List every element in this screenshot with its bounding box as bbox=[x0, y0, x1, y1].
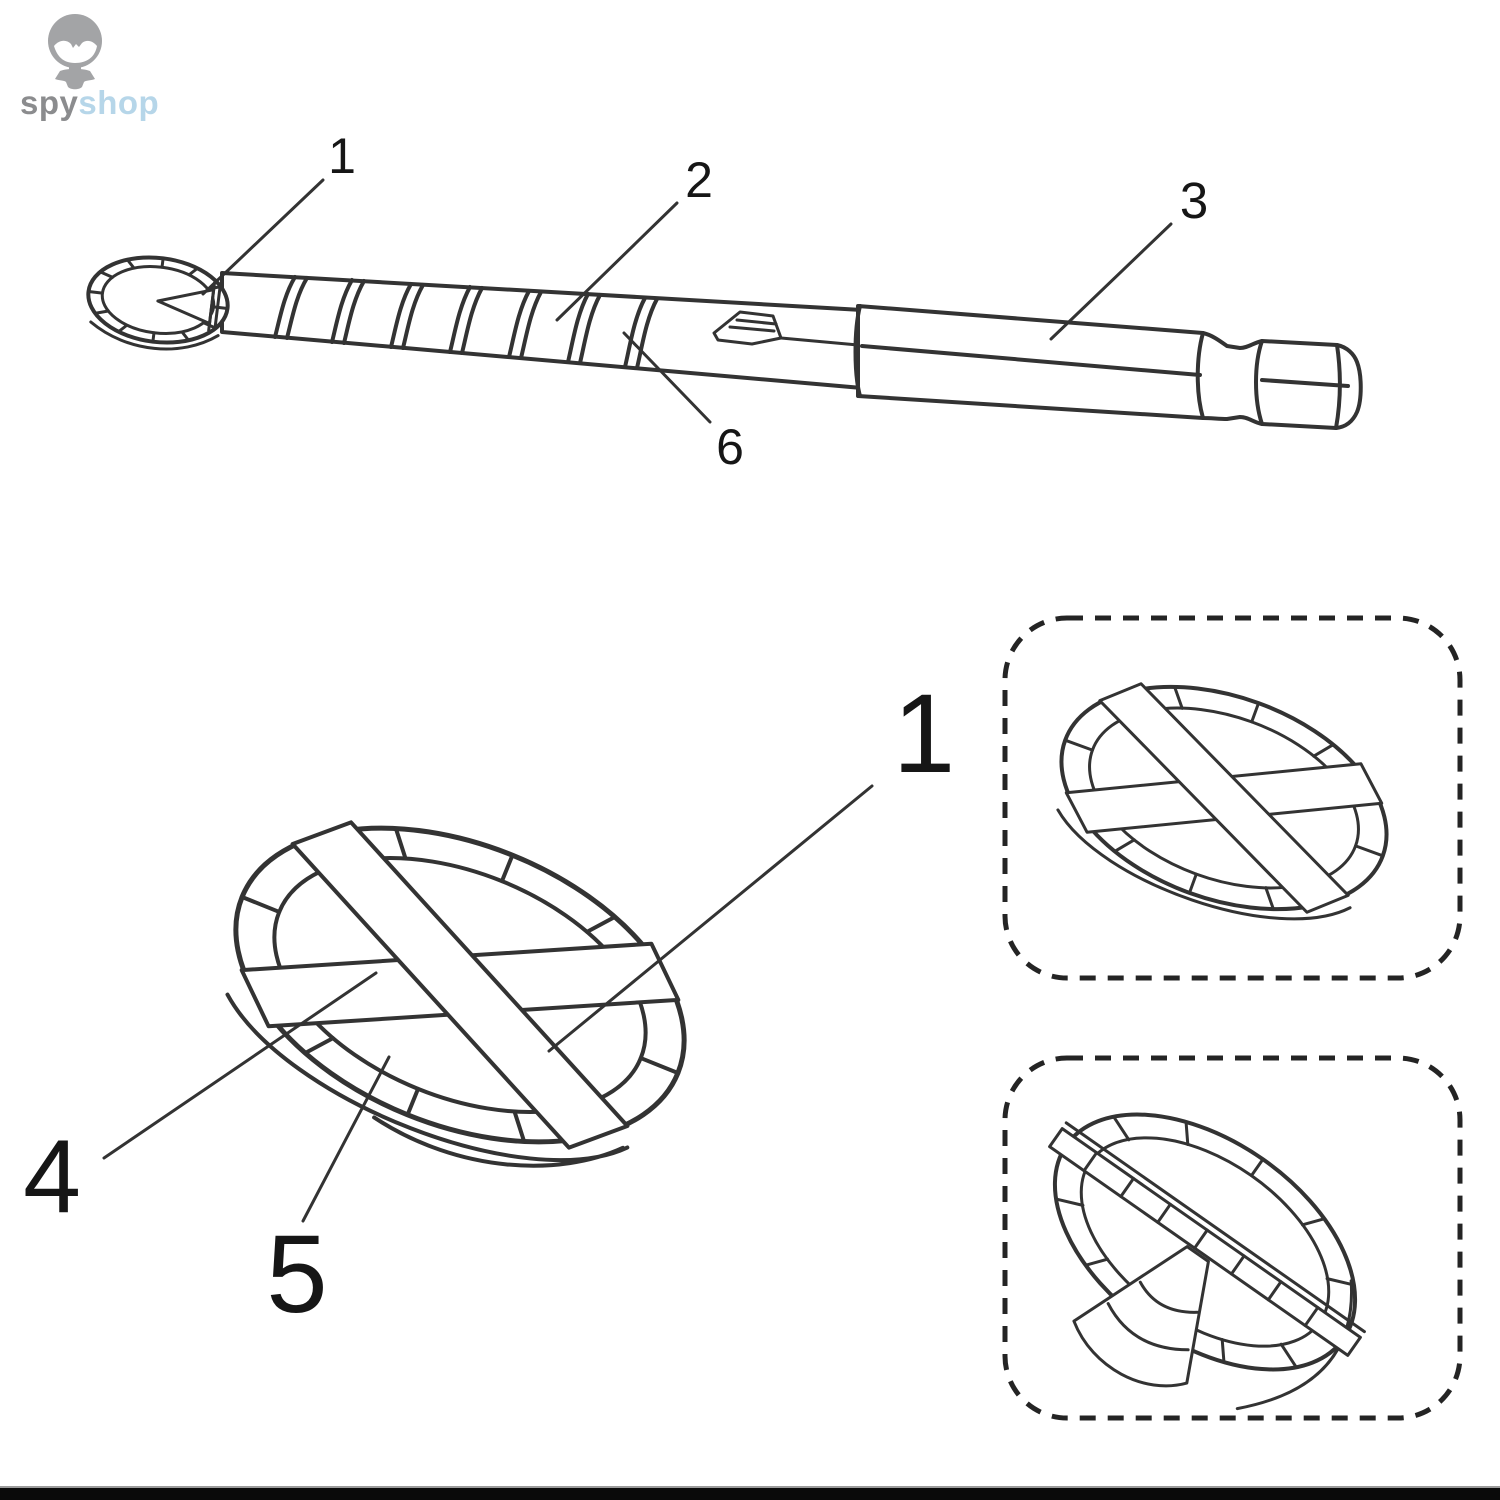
footer-divider-line bbox=[0, 1486, 1500, 1488]
tip-detail-box-top bbox=[1002, 615, 1463, 981]
brand-word-spy: spy bbox=[20, 84, 79, 121]
tip-front-view bbox=[1056, 682, 1389, 921]
leader-tip-1 bbox=[201, 178, 325, 296]
side-blade-rungs bbox=[1064, 1121, 1366, 1334]
mascot-neck bbox=[69, 64, 81, 71]
footer bbox=[0, 1486, 1500, 1500]
tip-detail-box-bottom bbox=[1002, 1055, 1463, 1421]
leader-flute-2 bbox=[555, 201, 679, 322]
leader-groove-6 bbox=[622, 331, 712, 424]
callout-leaders bbox=[102, 178, 1173, 1223]
callout-label-groove-6: 6 bbox=[716, 419, 744, 475]
front-side-wall bbox=[1056, 808, 1352, 921]
brand-wordmark: spyshop bbox=[20, 84, 159, 121]
side-cone-wall bbox=[1235, 1279, 1354, 1411]
tip-blade-edge bbox=[207, 281, 222, 332]
callout-label-flute-2: 2 bbox=[685, 152, 713, 208]
detail-box-bottom-border bbox=[1002, 1055, 1463, 1421]
callout-label-tip-1: 1 bbox=[328, 128, 356, 184]
spiral-flute-lines bbox=[273, 275, 659, 370]
hex-shank-details bbox=[853, 304, 1350, 430]
brand-word-shop: shop bbox=[78, 84, 159, 121]
callout-label-blade-1: 1 bbox=[893, 671, 955, 796]
brand-logo: spyshop bbox=[20, 14, 159, 121]
callout-label-shank-3: 3 bbox=[1180, 172, 1208, 229]
detail-box-top-border bbox=[1002, 615, 1463, 981]
leader-edge-5 bbox=[301, 1055, 391, 1223]
leader-face-4 bbox=[102, 971, 378, 1160]
hex-shank-section bbox=[853, 304, 1363, 430]
tip-side-wall bbox=[89, 320, 220, 351]
callout-label-edge-5: 5 bbox=[266, 1213, 327, 1336]
footer-bar bbox=[0, 1488, 1500, 1500]
front-cross-bar-2 bbox=[1098, 682, 1350, 914]
detail-cross-bar-2 bbox=[290, 820, 630, 1150]
drill-bit-illustration bbox=[86, 255, 1363, 430]
mascot-face-mask bbox=[54, 40, 97, 63]
side-cone-ribs bbox=[1106, 1280, 1199, 1352]
leader-shank-3 bbox=[1049, 222, 1173, 341]
callout-labels: 1 2 3 6 4 5 1 bbox=[23, 128, 1208, 1336]
tip-side-view bbox=[1048, 1112, 1366, 1411]
callout-label-face-4: 4 bbox=[23, 1119, 81, 1235]
drill-tip-head bbox=[86, 255, 230, 351]
mascot-body bbox=[55, 68, 95, 90]
spy-mascot-icon bbox=[48, 14, 102, 90]
shank-flat-stamp bbox=[712, 310, 860, 347]
leader-blade-1 bbox=[547, 784, 874, 1053]
side-cone bbox=[1072, 1245, 1210, 1388]
tip-detail-large bbox=[225, 820, 687, 1168]
detail-side-wall bbox=[225, 992, 630, 1168]
